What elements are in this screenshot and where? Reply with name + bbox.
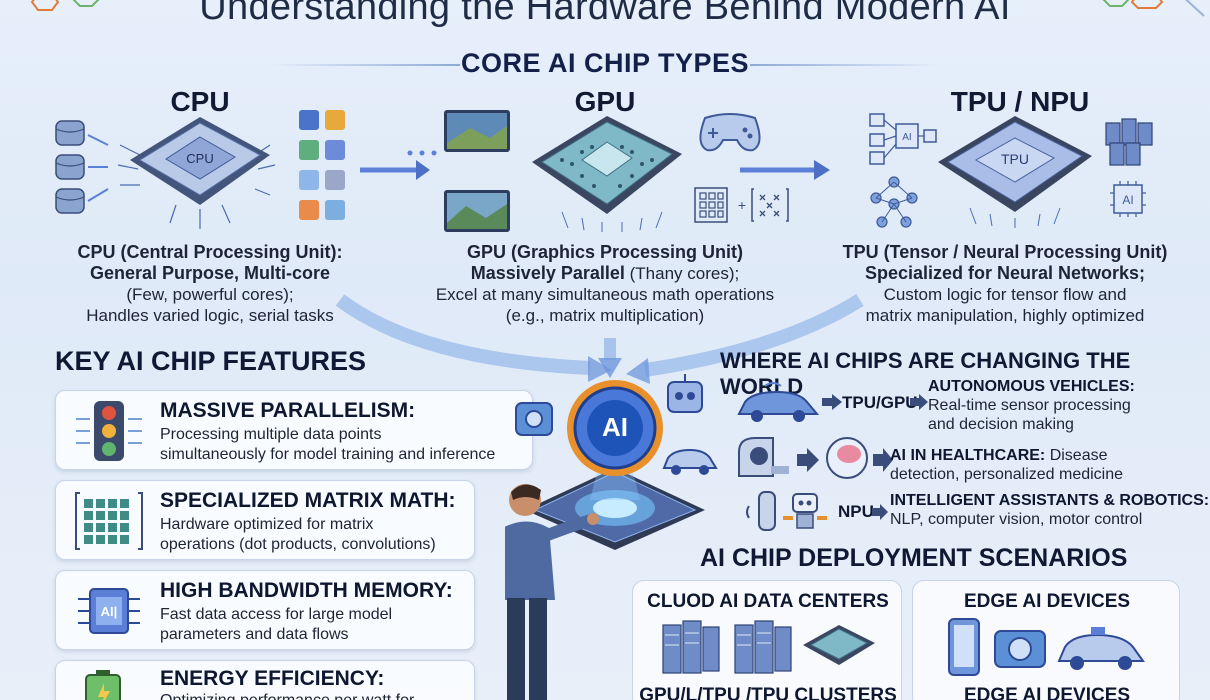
feature-desc-line: parameters and data flows (160, 626, 349, 643)
tpu-desc-line: matrix manipulation, highly optimized (865, 306, 1145, 325)
gpu-chip-icon (532, 116, 682, 232)
app-tiles-icon (299, 110, 345, 220)
app-desc-line: NLP, computer vision, motor control (890, 511, 1143, 528)
gpu-heading: GPU (574, 86, 636, 117)
server-rack-icon (662, 620, 875, 674)
tpu-desc-line: Custom logic for tensor flow and (883, 285, 1127, 304)
ai-small-label: AI (902, 132, 911, 143)
app-title: AUTONOMOUS VEHICLES: (928, 378, 1135, 395)
edge-devices-icon (948, 618, 1145, 676)
deployment-card: CLUOD AI DATA CENTERS GPU/L/TPU /TPU CLU… (632, 580, 902, 700)
robot-icon (667, 374, 703, 413)
feature-desc-line: simultaneously for model training and in… (160, 446, 496, 463)
hexagon-decoration-icon (1102, 0, 1205, 17)
ai-badge: AI (602, 412, 628, 442)
person-with-ai-chip-illustration (505, 380, 705, 700)
battery-icon (85, 670, 121, 700)
feature-title: SPECIALIZED MATRIX MATH: (160, 489, 456, 512)
cpu-chip-label: CPU (186, 151, 213, 166)
right-arrow-icon (360, 160, 430, 180)
feature-desc-line: operations (dot products, convolutions) (160, 536, 436, 553)
core-section-title: CORE AI CHIP TYPES (460, 48, 750, 78)
feature-desc-line: Processing multiple data points (160, 426, 382, 443)
deployment-card-title: EDGE AI DEVICES (963, 591, 1131, 612)
healthcare-icon (738, 437, 893, 479)
right-arrow-icon (872, 504, 888, 520)
memory-chip-icon: AI| (78, 588, 140, 634)
database-icon (55, 120, 109, 214)
app-chip-label: TPU/GPU (842, 393, 918, 412)
gpu-full-name: GPU (Graphics Processing Unit) (466, 242, 744, 262)
app-title-suffix: Disease (1045, 447, 1108, 464)
gpu-desc-line: Excel at many simultaneous math operatio… (435, 285, 775, 304)
deployment-card-title: CLUOD AI DATA CENTERS (647, 591, 889, 612)
cpu-full-name: CPU (Central Processing Unit): (77, 242, 343, 262)
deployment-heading: AI CHIP DEPLOYMENT SCENARIOS (700, 544, 1128, 572)
game-controller-icon (699, 113, 761, 152)
app-chip-label: NPU (838, 502, 874, 521)
tpu-full-name: TPU (Tensor / Neural Processing Unit) (842, 242, 1168, 262)
dots-icon (407, 150, 437, 156)
robot-icon (746, 491, 827, 531)
tpu-chip-icon: TPU (938, 116, 1092, 228)
app-title: INTELLIGENT ASSISTANTS & ROBOTICS: (890, 492, 1210, 509)
grid-matrix-icon (75, 492, 143, 550)
gpu-desc-line: (e.g., matrix multiplication) (505, 306, 705, 325)
tpu-chip-label: TPU (1001, 151, 1029, 167)
car-icon (662, 448, 718, 475)
neural-network-icon: AI (869, 113, 937, 228)
deployment-card-footer: EDGE AI DEVICES (963, 685, 1131, 700)
app-desc-line: detection, personalized medicine (890, 466, 1124, 483)
right-arrow-icon (740, 160, 830, 180)
right-arrow-icon (822, 394, 842, 410)
matrix-icon: + (694, 187, 789, 223)
page-title: Understanding the Hardware Behind Modern… (199, 0, 1011, 28)
cpu-desc-line: Handles varied logic, serial tasks (86, 306, 334, 325)
app-title: AI IN HEALTHCARE: (890, 447, 1046, 464)
feature-desc-line: Fast data access for large model (160, 606, 393, 623)
right-arrow-icon (910, 394, 928, 410)
cpu-chip-icon: CPU (117, 117, 276, 229)
divider (270, 64, 460, 66)
feature-card: SPECIALIZED MATRIX MATH: Hardware optimi… (55, 480, 475, 560)
flow-arrows-icon (335, 294, 864, 384)
cpu-bold-line: General Purpose, Multi-core (89, 263, 331, 283)
feature-title: ENERGY EFFICIENCY: (160, 667, 385, 690)
hexagon-decoration-icon (30, 0, 100, 11)
cpu-desc-line: (Few, powerful cores); (126, 285, 294, 304)
traffic-light-icon (76, 401, 142, 461)
cpu-heading: CPU (170, 86, 230, 117)
tpu-bold-line: Specialized for Neural Networks; (864, 263, 1146, 283)
camera-icon (515, 402, 553, 436)
plus-sign: + (738, 197, 746, 213)
app-desc-line: Real-time sensor processing (928, 397, 1131, 414)
memory-chip-label: AI| (101, 604, 118, 619)
gpu-bold-suffix: (Thany cores); (624, 264, 740, 283)
feature-card: ENERGY EFFICIENCY: Optimizing performanc… (55, 660, 475, 700)
ai-chip-label: AI (1122, 193, 1133, 207)
divider (750, 64, 940, 66)
feature-card: MASSIVE PARALLELISM: Processing multiple… (55, 390, 533, 470)
feature-desc-line: Hardware optimized for matrix (160, 516, 374, 533)
tpu-heading: TPU / NPU (950, 86, 1090, 117)
deployment-card-footer: GPU/L/TPU /TPU CLUSTERS (639, 685, 897, 700)
car-icon (737, 382, 820, 422)
game-screens-icon (444, 110, 510, 232)
feature-title: MASSIVE PARALLELISM: (160, 399, 416, 422)
deployment-card: EDGE AI DEVICES EDGE AI DEVICES (912, 580, 1180, 700)
server-stack-icon: AI (1105, 118, 1153, 217)
feature-title: HIGH BANDWIDTH MEMORY: (160, 579, 453, 602)
gpu-bold-line: Massively Parallel (470, 263, 625, 283)
features-heading: KEY AI CHIP FEATURES (55, 346, 367, 376)
feature-desc-line: Optimizing performance per watt for (160, 691, 414, 700)
feature-card: AI| HIGH BANDWIDTH MEMORY: Fast data acc… (55, 570, 475, 650)
app-desc-line: and decision making (928, 416, 1074, 433)
